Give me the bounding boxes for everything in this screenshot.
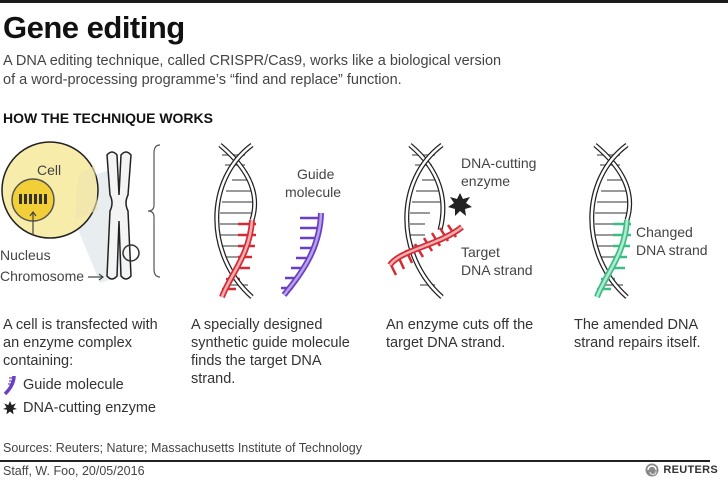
enzyme-star-icon	[3, 401, 17, 415]
legend-item-guide: Guide molecule	[3, 375, 124, 395]
step-4-text: The amended DNA strand repairs itself.	[574, 317, 701, 351]
dna-highlight-circle	[122, 244, 140, 262]
page-title: Gene editing	[3, 10, 185, 45]
legend-item-enzyme: DNA-cutting enzyme	[3, 400, 156, 416]
step-1-text: A cell is transfected with an enzyme com…	[3, 317, 158, 369]
chromosomes-in-nucleus-icon	[19, 194, 47, 204]
step-3-text: An enzyme cuts off the target DNA strand…	[386, 317, 534, 351]
guide-molecule-label: Guide molecule	[285, 166, 342, 200]
top-rule	[0, 0, 728, 3]
section-heading: HOW THE TECHNIQUE WORKS	[3, 110, 213, 126]
cut-strand-bars	[388, 224, 458, 276]
dna-helix-green	[589, 142, 633, 299]
guide-molecule-illustration	[281, 212, 324, 297]
nucleus-label: Nucleus	[0, 247, 51, 263]
diagram-illustration	[1, 141, 633, 299]
dna-helix-red	[214, 142, 258, 299]
target-strand-label: Target DNA strand	[461, 244, 533, 278]
subtitle: A DNA editing technique, called CRISPR/C…	[3, 52, 703, 90]
footer-rule	[0, 460, 710, 462]
cell-label: Cell	[37, 162, 62, 178]
dna-helix-cut	[387, 142, 472, 299]
guide-molecule-icon	[3, 375, 16, 395]
subtitle-line-1: A DNA editing technique, called CRISPR/C…	[3, 53, 502, 69]
bracket	[147, 144, 161, 278]
subtitle-line-2: of a word-processing programme’s “find a…	[3, 72, 402, 88]
enzyme-label: DNA-cutting enzyme	[461, 155, 537, 189]
diagram-area: Cell Nucleus Chromosome Guide molecule D…	[0, 125, 728, 300]
step-2-text: A specially designed synthetic guide mol…	[191, 317, 350, 387]
chromosome-label: Chromosome	[0, 268, 85, 284]
changed-strand-label: Changed DNA strand	[636, 224, 708, 258]
sources-text: Sources: Reuters; Nature; Massachusetts …	[3, 441, 362, 455]
reuters-logo: REUTERS	[645, 463, 718, 477]
enzyme-star-icon	[448, 193, 472, 216]
reuters-logo-icon	[645, 463, 659, 477]
chromosome-icon	[106, 151, 140, 280]
credit-text: Staff, W. Foo, 20/05/2016	[3, 464, 145, 478]
